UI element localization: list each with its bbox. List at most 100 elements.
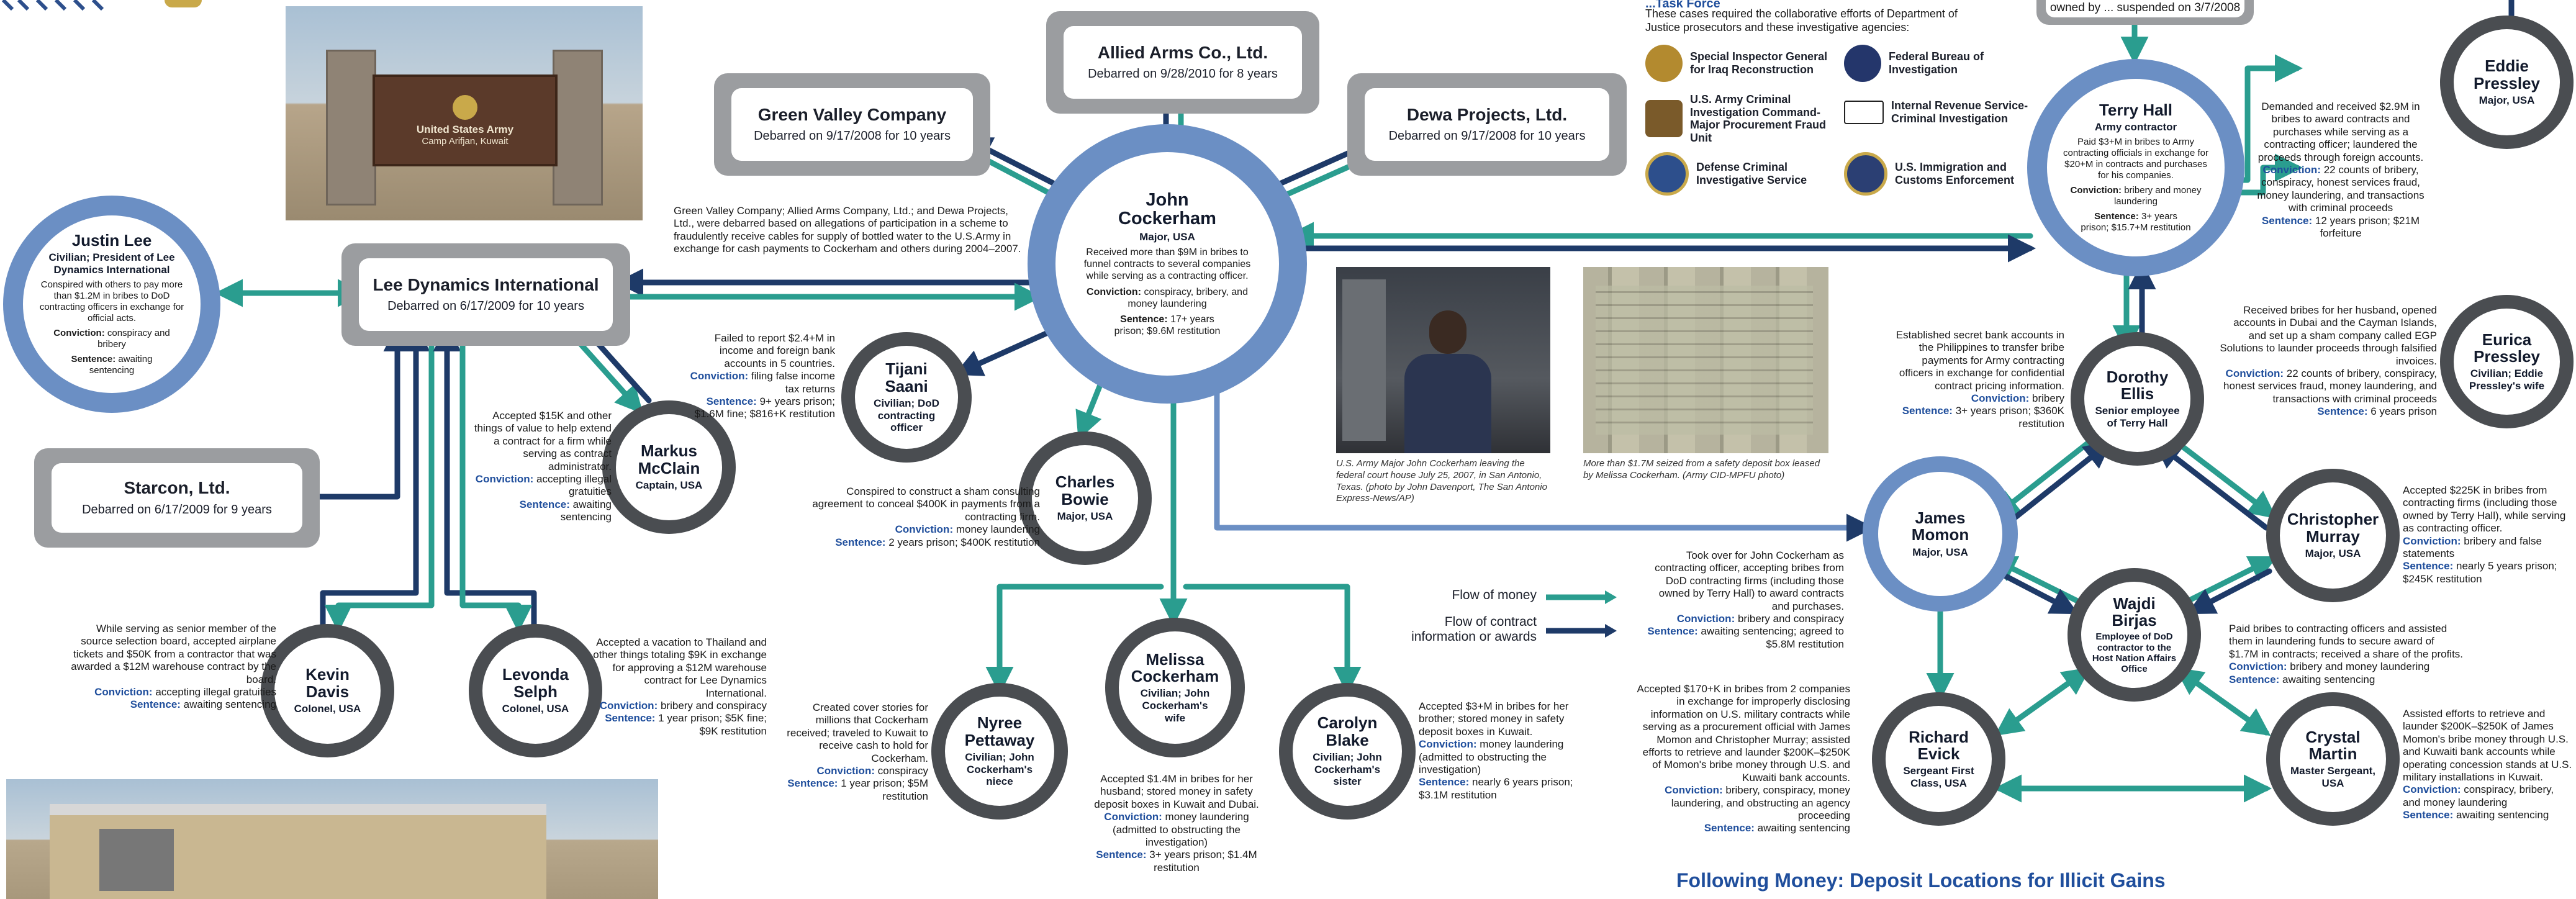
person-name: Justin Lee [71,230,152,250]
flow-money-lee-kevin [324,326,435,633]
conviction-label: Conviction: [94,685,153,698]
desc-sentence: Sentence: nearly 5 years prison; $245K r… [2403,560,2574,585]
sentence-label: Sentence: [787,777,838,790]
flow-money-john-nyree [985,584,1164,695]
flow-money-john-carolyn [1183,584,1362,695]
flow-money-lee-levonda [459,326,533,633]
sentence-text: 9+ years prison; $1.6M fine; $816+K rest… [694,395,835,420]
person-role: Colonel, USA [294,703,361,715]
conviction-label: Conviction: [1971,392,2030,404]
sentence-text: awaiting sentencing [89,354,153,376]
agency-army-cid: U.S. Army Criminal Investigation Command… [1645,93,1968,145]
person-terry-hall: Terry Hall Army contractor Paid $3+M in … [2027,59,2244,276]
person-role: Sergeant First Class, USA [1903,765,1974,789]
sentence-label: Sentence: [130,698,181,711]
person-role: Major, USA [1912,546,1968,558]
desc-nyree-pettaway: Created cover stories for millions that … [779,702,928,803]
person-kevin-davis: Kevin Davis Colonel, USA [261,624,394,757]
desc-sentence: Sentence: 1 year prison; $5K fine; $9K r… [593,712,767,738]
desc-sentence: Sentence: 3+ years prison; $1.4M restitu… [1083,849,1270,874]
sigir-seal-icon [1645,45,1683,82]
sentence-label: Sentence: [519,498,570,510]
desc-conviction: Conviction: accepting illegal gratuities [472,473,612,499]
company-debarment: Debarred on 9/17/2008 for 10 years [1388,129,1586,143]
desc-sentence: Sentence: 12 years prison; $21M forfeitu… [2248,215,2434,240]
person-role: Major, USA [2479,94,2535,107]
conviction-label: Conviction: [2262,163,2321,176]
legend-money-arrow-icon [1546,590,1617,604]
desc-sentence: Sentence: 6 years prison [2217,405,2437,418]
sign-text-line1: United States Army [416,123,514,135]
agency-name: Internal Revenue Service-Criminal Invest… [1891,99,2028,125]
desc-charles-bowie: Conspired to construct a sham consulting… [801,486,1040,549]
sign-text-line2: Camp Arifjan, Kuwait [422,135,508,147]
person-name: Melissa Cockerham [1131,649,1219,686]
seized-cash-photo [1583,267,1828,453]
warehouse-photo [6,779,658,899]
person-charles-bowie: Charles Bowie Major, USA [1018,431,1152,565]
seal-partial-icon [165,0,202,7]
desc-text: Received bribes for her husband, opened … [2220,304,2437,367]
desc-levonda-selph: Accepted a vacation to Thailand and othe… [593,636,767,738]
sentence-text: awaiting sentencing; agreed to $5.8M res… [1701,625,1844,650]
flow-money-richard-wajdi [1996,667,2091,736]
sentence-label: Sentence: [2403,560,2454,572]
person-name: Crystal Martin [2305,727,2361,763]
flow-money-crystal-wajdi [2174,667,2269,736]
conviction-text: bribery and money laundering [2113,185,2202,207]
agency-sigir: Special Inspector General for Iraq Recon… [1645,45,1968,82]
conviction-text: filing false income tax returns [751,370,835,395]
desc-text: Accepted $225K in bribes from contractin… [2403,484,2566,535]
sentence-label: Sentence: [1096,849,1147,861]
top-left-logo-icon [0,0,124,11]
conviction-text: conspiracy and bribery [97,328,170,350]
person-role: Colonel, USA [502,703,569,715]
flow-contract-christopher-dorothy [2153,440,2269,531]
person-role: Civilian; DoD contracting officer [874,397,939,434]
desc-richard-evick: Accepted $170+K in bribes from 2 compani… [1633,683,1850,835]
figure-head [1429,310,1467,354]
conviction-label: Conviction: [816,764,875,777]
person-name: John Cockerham [1118,189,1216,229]
person-role: Senior employee of Terry Hall [2095,405,2180,429]
conviction-text: conspiracy, bribery, and money launderin… [2403,784,2554,808]
desc-conviction: Conviction: bribery and conspiracy [593,700,767,712]
conviction-text: money laundering (admitted to obstructin… [1112,811,1249,848]
sentence-text: awaiting sentencing [1757,822,1850,834]
person-name: Nyree Pettaway [964,713,1035,749]
person-role: Civilian; John Cockerham's sister [1313,751,1382,788]
desc-sentence: Sentence: awaiting sentencing [472,499,612,524]
person-conviction: Conviction: conspiracy, bribery, and mon… [1074,286,1260,310]
desc-text: Conspired to construct a sham consulting… [812,486,1040,523]
desc-sentence: Sentence: 1 year prison; $5M restitution [779,777,928,803]
agency-name: U.S. Army Criminal Investigation Command… [1690,93,1827,145]
camp-arifjan-sign-photo: United States Army Camp Arifjan, Kuwait [286,6,643,220]
desc-sentence: Sentence: nearly 6 years prison; $3.1M r… [1419,776,1596,802]
person-levonda-selph: Levonda Selph Colonel, USA [469,624,602,757]
person-role: Captain, USA [635,479,703,492]
conviction-label: Conviction: [1104,811,1162,823]
conviction-text: conspiracy [877,764,928,777]
sentence-text: 1 year prison; $5K fine; $9K restitution [658,712,767,737]
person-summary: Conspired with others to pay more than $… [39,279,184,324]
fbi-seal-icon [1844,45,1881,82]
person-name: Terry Hall [2099,100,2172,119]
desc-eurica-pressley: Received bribes for her husband, opened … [2217,304,2437,418]
conviction-text: bribery and false statements [2403,535,2542,559]
desc-text: Accepted $15K and other things of value … [474,410,612,472]
sentence-label: Sentence: [2403,809,2454,821]
flow-money-terry-eddie-2 [2226,153,2303,196]
person-carolyn-blake: Carolyn Blake Civilian; John Cockerham's… [1279,683,1416,820]
flow-money-wajdi-christopher [2182,556,2278,605]
conviction-text: money laundering [956,523,1040,536]
task-force-title: ...Task Force [1645,0,1720,11]
person-wajdi-birjas: Wajdi Birjas Employee of DoD contractor … [2068,568,2201,702]
person-richard-evick: Richard Evick Sergeant First Class, USA [1872,692,2005,826]
company-debarment: Debarred on 6/17/2009 for 10 years [387,299,584,314]
conviction-label: Conviction: [2229,661,2287,673]
agency-name: Defense Criminal Investigative Service [1696,161,1807,186]
person-crystal-martin: Crystal Martin Master Sergeant, USA [2266,692,2400,826]
desc-tijani-saani: Failed to report $2.4+M in income and fo… [683,332,835,421]
agency-dcis: Defense Criminal Investigative Service [1645,152,1968,196]
